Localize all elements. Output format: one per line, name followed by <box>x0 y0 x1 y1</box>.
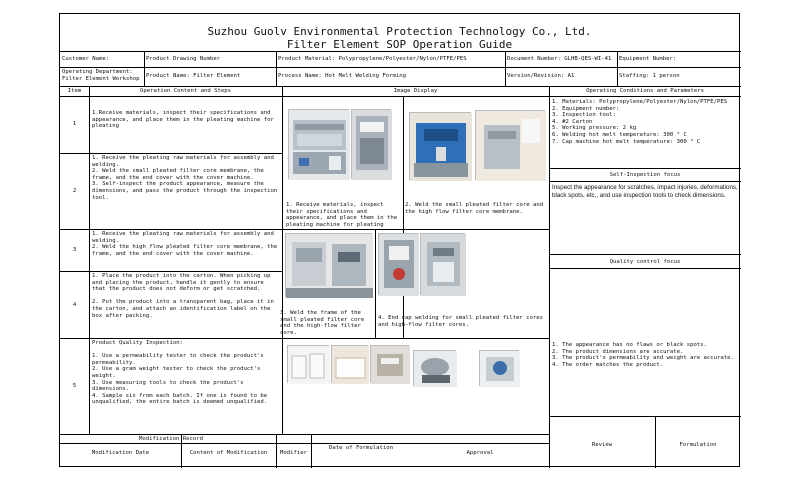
modifier: Modifier <box>280 450 307 456</box>
condition-item: 1. Materials: Polypropylene/Polyester/Ny… <box>552 99 728 105</box>
pleating-caption: 1. Receive materials, inspect their spec… <box>286 202 401 228</box>
col-image-header: Image Display <box>393 88 438 94</box>
sop-sheet: Suzhou Guolv Environmental Protection Te… <box>59 13 741 468</box>
process-name: Process Name: Hot Melt Welding Forming <box>278 73 406 79</box>
col-operation-header: Operation Content and Steps <box>140 88 231 94</box>
small-core-caption: 2. Weld the small pleated filter core an… <box>405 202 547 215</box>
step-text: 1.Receive materials, inspect their speci… <box>92 110 278 130</box>
step-text: 1. Place the product into the carton. Wh… <box>92 273 274 319</box>
version-revision: Version/Revision: A1 <box>507 73 575 79</box>
pleating-machine-photo <box>288 109 350 180</box>
product-material: Product Material: Polypropylene/Polyeste… <box>278 56 467 62</box>
small-core-welding-photo <box>409 112 472 181</box>
equipment-number: Equipment Number: <box>619 56 677 62</box>
item-number: 1 <box>72 121 77 127</box>
customer-name: Customer Name: <box>62 56 110 62</box>
condition-item: 2. Equipment number: <box>552 105 620 112</box>
item-number: 5 <box>72 383 77 389</box>
conditions-list: 1. Materials: Polypropylene/Polyester/Ny… <box>552 99 740 145</box>
product-drawing-number: Product Drawing Number <box>146 56 221 62</box>
condition-item: 4. #2 Carton <box>552 118 593 125</box>
quality-control-list: 1. The appearance has no flaws or black … <box>552 342 740 368</box>
formulation: Formulation <box>679 442 717 448</box>
end-cap-caption: 4. End cap welding for small pleated fil… <box>378 315 547 328</box>
product-name: Product Name: Filter Element <box>146 73 241 79</box>
measuring-photo <box>370 345 410 384</box>
product-samples-photo <box>287 345 330 384</box>
condition-item: 5. Working pressure: 2 kg <box>552 125 637 132</box>
modification-date: Modification Date <box>91 450 150 456</box>
document-number: Document Number: GLHB-QES-WI-41 <box>507 56 612 62</box>
item-number: 3 <box>72 247 77 253</box>
step-text: 1. Receive the pleating raw materials fo… <box>92 231 278 257</box>
step-text: 1. Receive the pleating raw materials fo… <box>92 155 278 201</box>
frame-welding-photo <box>285 233 373 298</box>
permeability-tester-photo <box>479 350 520 387</box>
item-number: 4 <box>72 302 77 308</box>
frame-caption: 3. Weld the frame of the small pleated f… <box>280 310 368 336</box>
pleating-machine-detail-photo <box>351 109 392 180</box>
review: Review <box>591 442 613 448</box>
operating-department: Operating Department: Filter Element Wor… <box>62 69 140 82</box>
self-inspection-text: Inspect the appearance for scratches, im… <box>552 184 740 199</box>
condition-item: 6. Welding hot melt temperature: 300 ° C <box>552 131 687 138</box>
quality-item: 4. The order matches the product. <box>552 361 664 368</box>
content-of-modification: Content of Modification <box>189 450 268 456</box>
self-inspection-title: Self-Inspection focus <box>609 172 681 178</box>
staffing: Staffing: 1 person <box>619 73 680 79</box>
company-title: Suzhou Guolv Environmental Protection Te… <box>207 25 592 38</box>
col-conditions-header: Operating Conditions and Parameters <box>586 88 704 94</box>
quality-item: 1. The appearance has no flaws or black … <box>552 342 707 348</box>
item-number: 2 <box>72 188 77 194</box>
approval: Approval <box>466 450 494 456</box>
col-item-header: Item <box>67 88 82 94</box>
date-of-formulation: Date of Formulation <box>329 445 393 451</box>
condition-item: 7. Cap machine hot melt temperature: 300… <box>552 138 701 145</box>
modification-record: Modification Record <box>139 436 203 442</box>
document-title: Filter Element SOP Operation Guide <box>286 38 513 51</box>
end-cap-welding-photo <box>378 233 419 296</box>
quality-item: 2. The product dimensions are accurate. <box>552 348 684 355</box>
step-text: Product Quality Inspection: 1. Use a per… <box>92 340 268 406</box>
quality-control-title: Quality control focus <box>609 259 681 265</box>
gram-weight-tester-photo <box>413 350 457 387</box>
small-core-equipment-photo <box>475 110 546 181</box>
condition-item: 3. Inspection tool: <box>552 112 616 119</box>
quality-item: 3. The product's permeability and weight… <box>552 355 734 362</box>
end-cap-machine-photo <box>420 233 466 296</box>
carton-photo <box>331 345 369 384</box>
